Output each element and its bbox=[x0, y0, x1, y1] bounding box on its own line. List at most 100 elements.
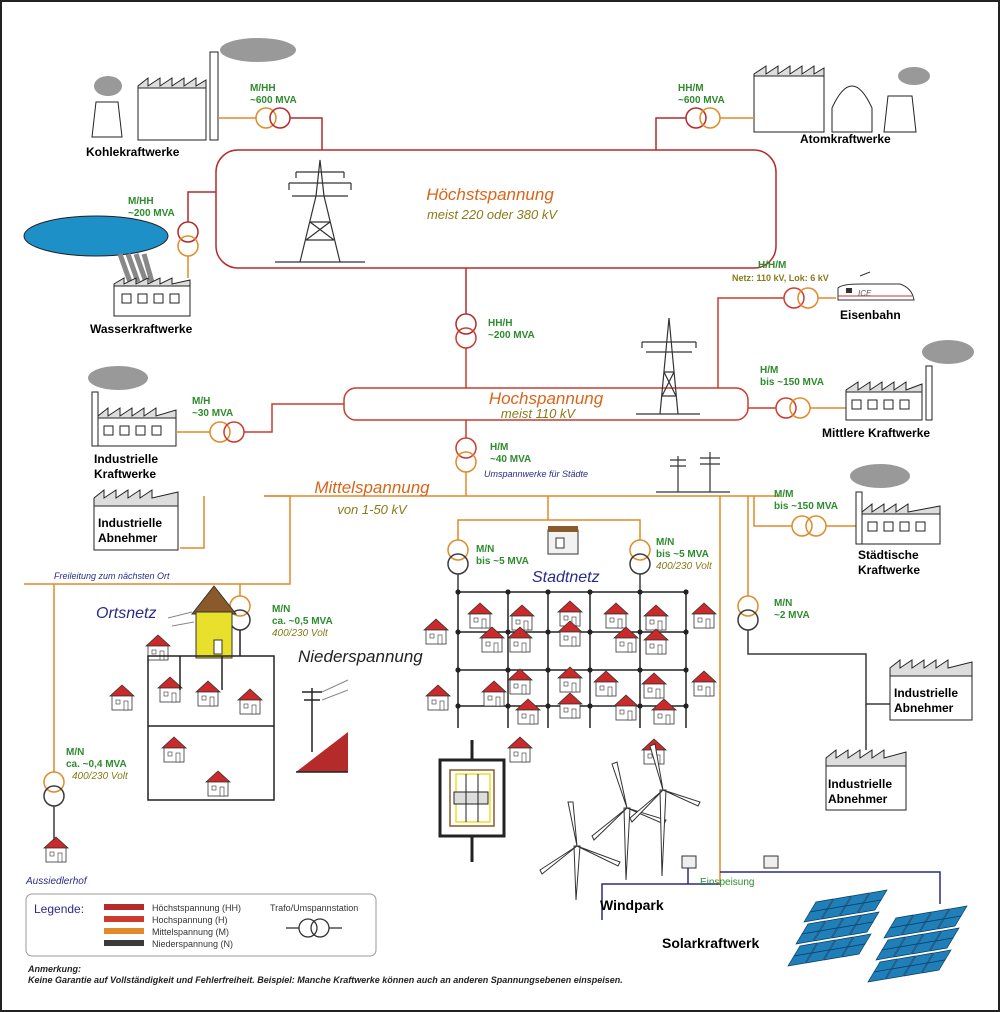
trafo-h-m-note: Umspannwerke für Städte bbox=[484, 469, 588, 479]
trafo-ortsnetz-label-1: M/N bbox=[272, 604, 290, 615]
house-icon bbox=[612, 694, 640, 721]
trafo-mittlere-label-2: bis ~150 MVA bbox=[760, 377, 824, 388]
m-title: Mittelspannung bbox=[314, 478, 430, 497]
trafo-ortsnetz-label-2: ca. ~0,5 MVA bbox=[272, 616, 333, 627]
legend-swatch bbox=[104, 916, 144, 922]
solar-station-icon bbox=[763, 855, 779, 869]
trafo-staedtisch-label-2: bis ~150 MVA bbox=[774, 501, 838, 512]
substation-icon bbox=[547, 526, 579, 555]
house-icon bbox=[640, 672, 668, 699]
trafo-hh-h-label-2: ~200 MVA bbox=[488, 330, 535, 341]
house-icon bbox=[690, 602, 718, 629]
hydro-plant-label: Wasserkraftwerke bbox=[90, 322, 193, 336]
house-icon bbox=[478, 626, 506, 653]
house-icon bbox=[194, 680, 222, 707]
municipal-plant-icon bbox=[850, 464, 941, 545]
industrial-plant-label-1: Industrielle bbox=[94, 452, 158, 466]
industrial-consumer-right2-label-1: Industrielle bbox=[828, 777, 892, 791]
grid-nodes bbox=[455, 589, 689, 709]
industrial-consumer-right2-label-2: Abnehmer bbox=[828, 792, 888, 806]
industrial-consumer-right1-label-1: Industrielle bbox=[894, 686, 958, 700]
einspeisung-station-icon bbox=[681, 855, 697, 869]
house-icon bbox=[508, 604, 536, 631]
legend-title: Legende: bbox=[34, 902, 84, 916]
industrial-consumer-left-icon bbox=[93, 488, 179, 551]
legend-swatch bbox=[104, 940, 144, 946]
street-pole-icon bbox=[296, 679, 349, 773]
house-icon bbox=[514, 698, 542, 725]
house-icon bbox=[556, 666, 584, 693]
house-icon bbox=[204, 770, 232, 797]
trafo-atom-label-1: HH/M bbox=[678, 83, 704, 94]
trafo-mn2-label-1: M/N bbox=[774, 598, 792, 609]
house-icon bbox=[602, 602, 630, 629]
house-icon bbox=[642, 604, 670, 631]
trafo-kohle-label-2: ~600 MVA bbox=[250, 95, 297, 106]
coal-plant-icon bbox=[91, 38, 296, 141]
trafo-hh-h-label-1: HH/H bbox=[488, 318, 512, 329]
hh-title: Höchstspannung bbox=[426, 185, 554, 204]
windpark-label: Windpark bbox=[600, 897, 664, 913]
hh-busbar bbox=[215, 149, 777, 269]
legend-label: Mittelspannung (M) bbox=[152, 927, 229, 937]
house-icon bbox=[160, 736, 188, 763]
municipal-plant-label-2: Kraftwerke bbox=[858, 563, 920, 577]
pylon-h-icon bbox=[636, 317, 700, 415]
trafo-industrie-label-1: M/H bbox=[192, 396, 210, 407]
trafo-kohle-label-1: M/HH bbox=[250, 83, 276, 94]
legend-label: Höchstspannung (HH) bbox=[152, 903, 241, 913]
ortsnetz-station-icon bbox=[167, 585, 238, 659]
hydro-plant-icon bbox=[23, 215, 191, 317]
house-icon bbox=[42, 836, 70, 863]
house-icon bbox=[650, 698, 678, 725]
industrial-plant-label-2: Kraftwerke bbox=[94, 467, 156, 481]
aussiedlerhof-label: Aussiedlerhof bbox=[25, 876, 88, 887]
h-title: Hochspannung bbox=[489, 389, 604, 408]
medium-plant-icon bbox=[845, 340, 974, 421]
trafo-wasser-label-1: M/HH bbox=[128, 196, 154, 207]
h-subtitle: meist 110 kV bbox=[501, 406, 577, 421]
ortsnetz-lines bbox=[147, 630, 275, 801]
house-icon bbox=[156, 676, 184, 703]
trafo-wasser-label-2: ~200 MVA bbox=[128, 208, 175, 219]
industrial-consumer-left-label-1: Industrielle bbox=[98, 516, 162, 530]
stadtnetz-label: Stadtnetz bbox=[532, 569, 600, 586]
train-ice-label: ICE bbox=[858, 289, 872, 298]
legend-items: Höchstspannung (HH)Hochspannung (H)Mitte… bbox=[104, 903, 241, 949]
trafo-stadt-right-label-3: 400/230 Volt bbox=[656, 561, 713, 572]
house-icon bbox=[506, 668, 534, 695]
trafo-h-m-label-2: ~40 MVA bbox=[490, 454, 531, 465]
distribution-box-icon bbox=[438, 740, 506, 862]
trafo-staedtisch-label-1: M/M bbox=[774, 489, 793, 500]
trafo-bahn-label-2: Netz: 110 kV, Lok: 6 kV bbox=[732, 273, 829, 283]
note-title: Anmerkung: bbox=[27, 964, 81, 974]
industrial-consumer-left-label-2: Abnehmer bbox=[98, 531, 158, 545]
house-icon bbox=[612, 626, 640, 653]
trafo-mn2-label-2: ~2 MVA bbox=[774, 610, 810, 621]
hh-subtitle: meist 220 oder 380 kV bbox=[427, 207, 558, 222]
wind-turbine-icons bbox=[539, 743, 701, 901]
nuclear-plant-icon bbox=[753, 65, 930, 133]
trafo-aussiedler-label-1: M/N bbox=[66, 747, 84, 758]
trafo-stadt-right-label-1: M/N bbox=[656, 537, 674, 548]
ortsnetz-label: Ortsnetz bbox=[96, 605, 156, 622]
house-icon bbox=[506, 626, 534, 653]
house-icon bbox=[480, 680, 508, 707]
house-icon bbox=[556, 692, 584, 719]
legend-trafo-label: Trafo/Umspannstation bbox=[270, 903, 358, 913]
industrial-consumer-right2-icon bbox=[825, 748, 907, 811]
trafo-stadt-right-label-2: bis ~5 MVA bbox=[656, 549, 709, 560]
house-icon bbox=[236, 688, 264, 715]
house-icon bbox=[466, 602, 494, 629]
trafo-atom-label-2: ~600 MVA bbox=[678, 95, 725, 106]
nuclear-plant-label: Atomkraftwerke bbox=[800, 132, 891, 146]
einspeisung-label: Einspeisung bbox=[700, 877, 754, 888]
trafo-aussiedler-label-3: 400/230 Volt bbox=[72, 771, 129, 782]
pylon-icon bbox=[275, 159, 365, 263]
house-icon bbox=[108, 684, 136, 711]
municipal-plant-label-1: Städtische bbox=[858, 548, 919, 562]
legend-swatch bbox=[104, 904, 144, 910]
industrial-consumer-right1-label-2: Abnehmer bbox=[894, 701, 954, 715]
note-text: Keine Garantie auf Vollständigkeit und F… bbox=[28, 975, 623, 985]
